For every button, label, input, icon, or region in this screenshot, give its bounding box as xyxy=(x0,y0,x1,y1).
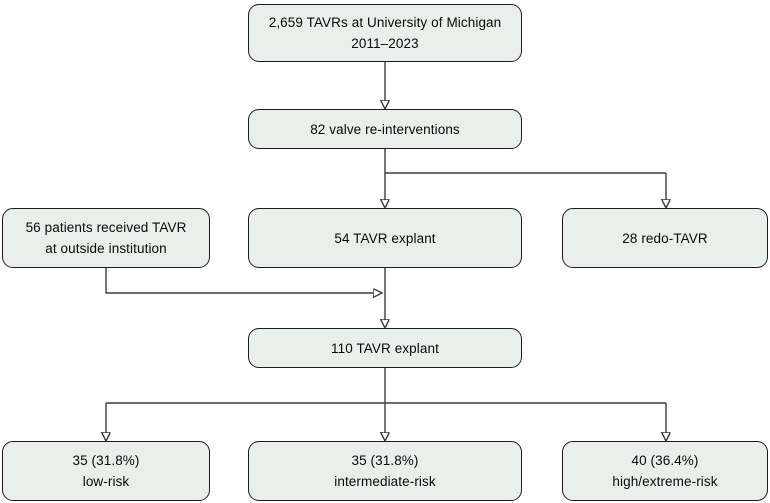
node-tavr-explant-110: 110 TAVR explant xyxy=(248,328,522,368)
node-valve-reinterventions: 82 valve re-interventions xyxy=(248,109,522,149)
node-total-tavrs-line1: 2,659 TAVRs at University of Michigan xyxy=(268,15,502,30)
node-outside-institution-tavr: 56 patients received TAVR at outside ins… xyxy=(2,208,210,268)
node-redo-tavr-28: 28 redo-TAVR xyxy=(562,208,768,268)
edge-outside-to-merge xyxy=(105,268,374,293)
node-total-tavrs: 2,659 TAVRs at University of Michigan 20… xyxy=(248,4,522,62)
node-intermediate-risk-line1: 35 (31.8%) xyxy=(351,453,419,468)
node-high-extreme-risk-line1: 40 (36.4%) xyxy=(631,453,699,468)
node-high-extreme-risk: 40 (36.4%) high/extreme-risk xyxy=(562,441,768,501)
node-low-risk: 35 (31.8%) low-risk xyxy=(2,441,210,501)
node-outside-institution-line2: at outside institution xyxy=(45,241,167,256)
node-intermediate-risk: 35 (31.8%) intermediate-risk xyxy=(248,441,522,501)
node-intermediate-risk-line2: intermediate-risk xyxy=(334,474,436,489)
node-valve-reinterventions-line1: 82 valve re-interventions xyxy=(310,121,460,137)
node-low-risk-line1: 35 (31.8%) xyxy=(72,453,140,468)
node-redo-tavr-28-line1: 28 redo-TAVR xyxy=(622,230,708,246)
node-tavr-explant-110-line1: 110 TAVR explant xyxy=(331,340,439,356)
node-high-extreme-risk-line2: high/extreme-risk xyxy=(612,474,718,489)
node-outside-institution-line1: 56 patients received TAVR xyxy=(25,220,187,235)
node-low-risk-line2: low-risk xyxy=(82,474,130,489)
node-tavr-explant-54-line1: 54 TAVR explant xyxy=(334,230,436,246)
edge-reinterventions-crossbar xyxy=(384,149,666,174)
node-tavr-explant-54: 54 TAVR explant xyxy=(248,208,522,268)
node-total-tavrs-line2: 2011–2023 xyxy=(351,36,419,51)
